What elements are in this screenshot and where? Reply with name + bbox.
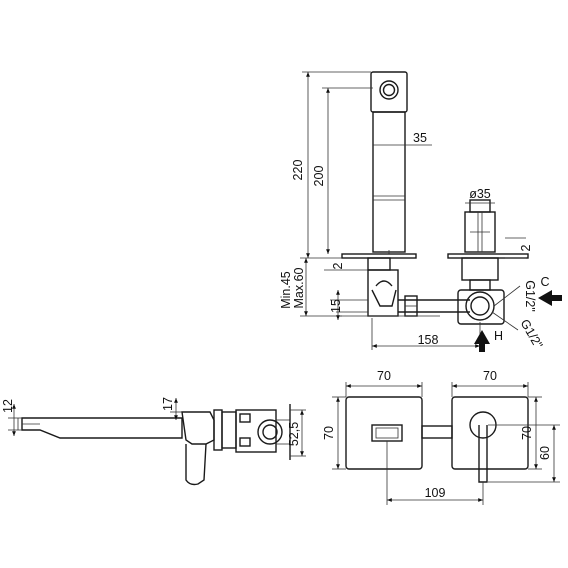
wall-box — [235, 409, 277, 453]
cold-arrow-icon — [538, 290, 562, 306]
dim-top-plate-left-width: 70 — [377, 369, 391, 383]
box-connection — [257, 419, 283, 445]
spout-body — [372, 111, 406, 253]
side-view — [300, 71, 562, 352]
dim-side-offset: 15 — [329, 299, 343, 313]
handle-lever — [185, 443, 207, 486]
dim-side-total-height: 220 — [291, 160, 305, 181]
dim-side-gap-top: 2 — [331, 262, 345, 269]
outlet-ring-outer — [379, 80, 399, 100]
dim-top-plate-right-height: 70 — [520, 426, 534, 440]
dim-top-centers: 109 — [425, 486, 446, 500]
dim-side-gap-right: 2 — [519, 244, 533, 251]
spout-plate — [345, 396, 423, 470]
label-connection-top: G1/2" — [523, 280, 537, 312]
hot-arrow-icon — [474, 330, 490, 352]
top-view — [332, 382, 560, 505]
dim-side-rosette-dia: ø35 — [469, 187, 491, 201]
mixer-body — [367, 269, 399, 317]
valve-connection — [465, 291, 495, 321]
label-cold: C — [540, 275, 549, 289]
dim-front-spout-offset: 12 — [1, 399, 15, 413]
label-hot: H — [494, 329, 503, 343]
handle-plate — [451, 396, 529, 470]
dim-front-handle-offset: 17 — [161, 397, 175, 411]
dim-top-plate-left-height: 70 — [322, 426, 336, 440]
dim-side-spout-height: 200 — [312, 166, 326, 187]
dim-side-total-width: 158 — [418, 333, 439, 347]
spout-outlet — [370, 71, 408, 113]
front-view — [8, 398, 306, 486]
outlet-ring-inner — [382, 83, 396, 97]
handle-head — [181, 411, 215, 445]
dim-side-spout-depth: 35 — [413, 131, 427, 145]
dim-top-plate-right-width: 70 — [483, 369, 497, 383]
connecting-pipe — [421, 425, 453, 439]
dim-top-handle-height: 60 — [538, 446, 552, 460]
spout-arm — [21, 417, 183, 439]
spout-connector — [367, 257, 391, 271]
dim-front-box-height: 52,5 — [287, 422, 301, 446]
handle-lever-top — [478, 425, 488, 483]
spout-outlet-top — [371, 424, 403, 442]
label-connection-bottom: G1/2" — [518, 317, 546, 351]
dim-side-min-depth: Min.45 — [279, 271, 293, 309]
dim-side-max-depth: Max.60 — [292, 267, 306, 308]
